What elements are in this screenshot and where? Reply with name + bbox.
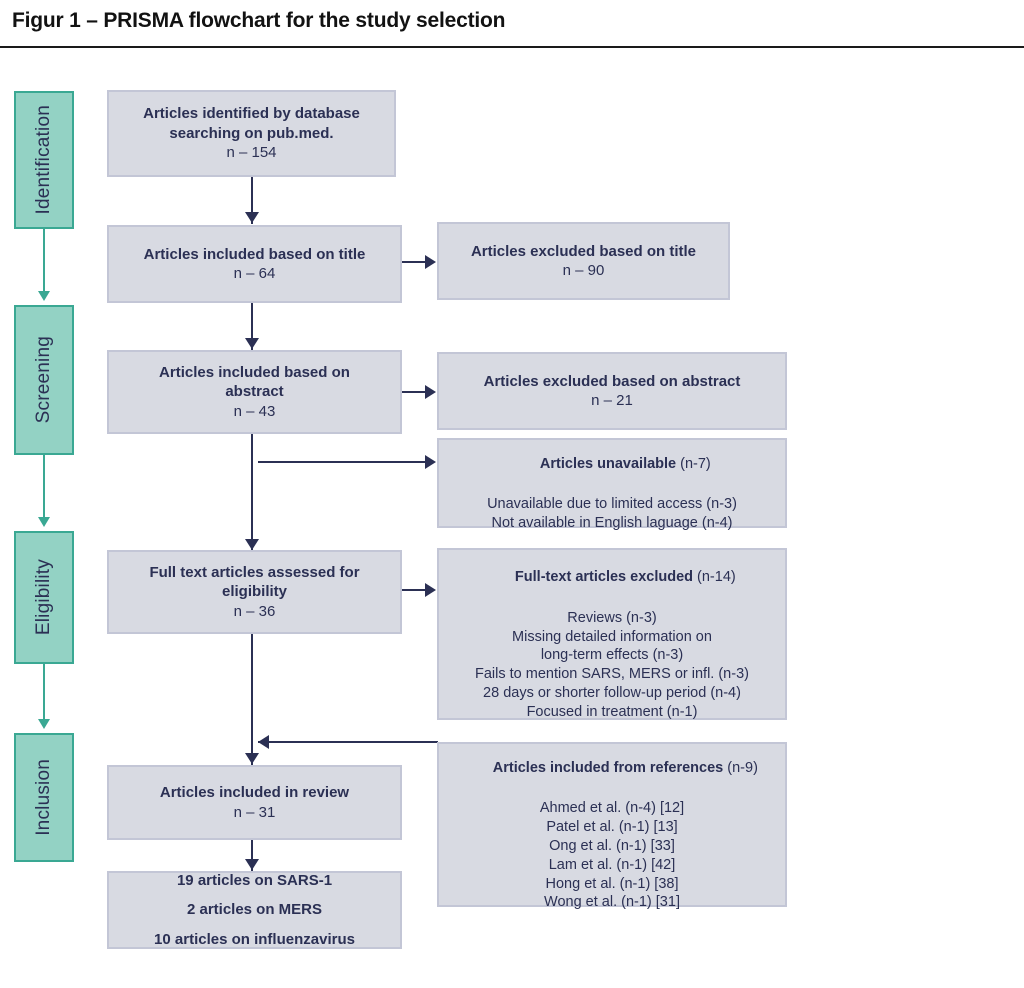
node-included-title-line1: Articles included based on title [143,245,366,263]
branch-to-fulltext-excluded [401,589,427,591]
node-included-abstract-count: n – 43 [233,402,276,420]
node-excluded-based-on-abstract: Articles excluded based on abstract n – … [437,352,787,430]
node-included-title-count: n – 64 [233,265,276,282]
node-fulltext-excluded-line4: long-term effects (n-3) [540,647,684,664]
stage-eligibility-label: Eligibility [33,559,54,636]
node-unavailable-heading-count: (n-7) [676,455,711,472]
spine-review-to-breakdown [251,840,253,871]
node-breakdown-sars: 19 articles on SARS-1 [176,871,333,889]
node-unavailable-line3: Not available in English laguage (n-4) [491,515,733,532]
stage-inclusion: Inclusion [14,733,74,862]
node-excluded-title-count: n – 90 [562,262,605,279]
node-excluded-title-line1: Articles excluded based on title [470,242,697,260]
stage-eligibility: Eligibility [14,531,74,664]
node-fulltext-assessed-line2: eligibility [221,583,287,601]
arrow-excluded-abstract [425,385,436,399]
stage-arrow-inclusion [38,719,50,729]
node-fulltext-excluded-line2: Reviews (n-3) [567,609,657,626]
node-virus-breakdown: 19 articles on SARS-1 2 articles on MERS… [107,871,402,949]
arrow-fulltext-excluded [425,583,436,597]
node-references-line3: Patel et al. (n-1) [13] [546,819,678,836]
stage-identification: Identification [14,91,74,229]
node-fulltext-excluded-heading: Full-text articles excluded (n-14) [488,546,736,608]
node-fulltext-excluded-line6: 28 days or shorter follow-up period (n-4… [483,685,741,702]
node-fulltext-excluded-heading-label: Full-text articles excluded [514,569,694,586]
branch-to-excluded-abstract [401,391,427,393]
arrow-from-references [258,735,269,749]
node-references-line2: Ahmed et al. (n-4) [12] [539,800,685,817]
node-articles-identified-line1: Articles identified by database [143,105,360,123]
node-fulltext-excluded-line3: Missing detailed information on [512,628,712,645]
spine-identified-to-title [251,177,253,224]
node-references-line7: Wong et al. (n-1) [31] [544,894,680,911]
arrow-to-fulltext-assessed [245,539,259,550]
node-breakdown-influenza: 10 articles on influenzavirus [154,930,355,948]
node-articles-identified: Articles identified by database searchin… [107,90,396,177]
node-unavailable-heading: Articles unavailable (n-7) [513,433,711,495]
node-included-review-line1: Articles included in review [159,784,350,801]
node-included-based-on-abstract: Articles included based on abstract n – … [107,350,402,434]
node-included-in-review: Articles included in review n – 31 [107,765,402,840]
node-excluded-based-on-title: Articles excluded based on title n – 90 [437,222,730,300]
node-included-based-on-title: Articles included based on title n – 64 [107,225,402,303]
node-included-abstract-line1: Articles included based on [159,363,350,381]
spine-abstract-to-fulltext [251,434,253,551]
stage-connector-identification-screening [43,229,45,291]
node-fulltext-assessed-count: n – 36 [233,602,276,620]
arrow-to-included-abstract [245,338,259,349]
stage-identification-label: Identification [33,105,54,215]
node-fulltext-assessed: Full text articles assessed for eligibil… [107,550,402,634]
arrow-to-breakdown [245,859,259,870]
stage-arrow-eligibility [38,517,50,527]
node-fulltext-assessed-line1: Full text articles assessed for [149,563,360,581]
arrow-to-included-review [245,753,259,764]
node-references-line4: Ong et al. (n-1) [33] [549,837,675,854]
node-fulltext-excluded-line7: Focused in treatment (n-1) [526,703,698,720]
stage-screening: Screening [14,305,74,455]
node-references-heading-count: (n-9) [723,759,758,776]
stage-connector-eligibility-inclusion [43,664,45,719]
page-title: Figur 1 – PRISMA flowchart for the study… [12,9,506,32]
node-excluded-abstract-count: n – 21 [591,392,633,409]
stage-arrow-screening [38,291,50,301]
branch-to-unavailable [258,461,427,463]
node-included-from-references: Articles included from references (n-9) … [437,742,787,910]
spine-fulltext-to-review [251,634,253,765]
node-references-heading: Articles included from references (n-9) [466,737,758,799]
node-articles-identified-line2: searching on pub.med. [169,124,334,142]
branch-to-excluded-title [401,261,427,263]
node-excluded-abstract-line1: Articles excluded based on abstract [483,372,741,390]
node-fulltext-excluded-line5: Fails to mention SARS, MERS or infl. (n-… [475,666,749,683]
branch-from-references [258,741,438,743]
node-included-abstract-line2: abstract [225,383,284,401]
node-references-heading-label: Articles included from references [492,759,724,776]
node-articles-unavailable: Articles unavailable (n-7) Unavailable d… [437,438,787,531]
node-included-review-count: n – 31 [233,803,276,821]
node-unavailable-line2: Unavailable due to limited access (n-3) [487,496,737,513]
node-breakdown-mers: 2 articles on MERS [186,901,323,919]
stage-connector-screening-eligibility [43,455,45,517]
stage-inclusion-label: Inclusion [33,759,54,836]
stage-screening-label: Screening [33,336,54,424]
arrow-to-included-title [245,212,259,223]
node-articles-identified-count: n – 154 [226,144,277,162]
spine-title-to-abstract [251,303,253,350]
node-fulltext-excluded: Full-text articles excluded (n-14) Revie… [437,548,787,720]
node-fulltext-excluded-heading-count: (n-14) [693,569,736,586]
node-references-line6: Hong et al. (n-1) [38] [545,875,679,892]
node-references-line5: Lam et al. (n-1) [42] [548,856,676,873]
arrow-excluded-title [425,255,436,269]
node-unavailable-heading-label: Articles unavailable [539,455,677,472]
arrow-unavailable [425,455,436,469]
figure-title-bar: Figur 1 – PRISMA flowchart for the study… [0,0,1024,48]
